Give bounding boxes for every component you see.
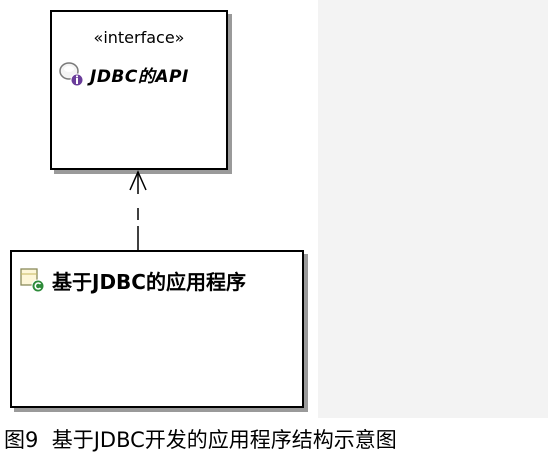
class-box[interactable]: 基于JDBC的应用程序	[10, 250, 304, 408]
class-name: 基于JDBC的应用程序	[52, 269, 246, 294]
interface-name: JDBC的API	[90, 66, 189, 87]
interface-title-row: JDBC的API	[58, 60, 189, 88]
class-title-row: 基于JDBC的应用程序	[18, 266, 246, 294]
interface-stereotype: «interface»	[93, 28, 185, 47]
interface-box[interactable]: «interface» JDBC的API	[50, 10, 228, 170]
background-panel	[318, 0, 548, 418]
interface-icon	[58, 60, 86, 88]
dependency-arrow	[129, 170, 147, 250]
class-icon	[18, 266, 46, 294]
figure-caption: 图9 基于JDBC开发的应用程序结构示意图	[4, 428, 397, 452]
